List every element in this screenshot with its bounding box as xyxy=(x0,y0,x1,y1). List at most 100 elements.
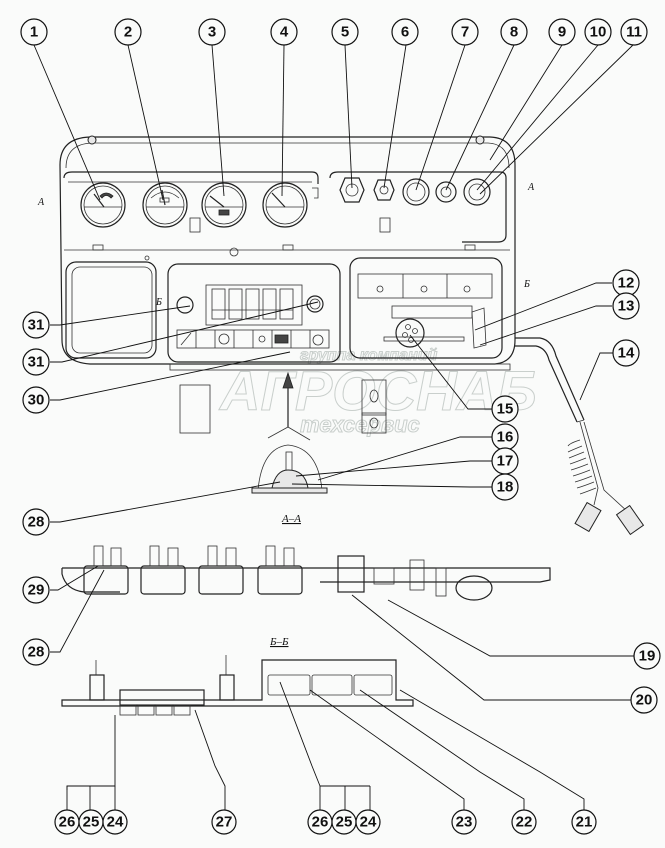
svg-text:19: 19 xyxy=(639,648,656,665)
svg-text:1: 1 xyxy=(30,24,38,41)
watermark-subtitle: техсервис xyxy=(300,412,420,437)
watermark-brand: АГРОСНАБ xyxy=(218,359,537,422)
callout-31-a: 31 xyxy=(22,311,50,339)
watermark-group: группа компаний xyxy=(300,347,438,364)
callout-15: 15 xyxy=(491,395,519,423)
callout-17: 17 xyxy=(491,447,519,475)
callout-20: 20 xyxy=(630,686,658,714)
callout-23: 23 xyxy=(451,809,477,835)
callout-6: 6 xyxy=(391,18,419,46)
callout-24-a: 24 xyxy=(102,809,128,835)
callout-3: 3 xyxy=(198,18,226,46)
callout-4: 4 xyxy=(270,18,298,46)
callout-26-b: 26 xyxy=(307,809,333,835)
callouts-left: 31 31 30 28 29 28 xyxy=(22,311,50,666)
svg-text:5: 5 xyxy=(341,24,349,41)
svg-text:31: 31 xyxy=(28,317,45,334)
callout-12: 12 xyxy=(612,269,640,297)
svg-text:8: 8 xyxy=(510,24,518,41)
callouts-right: 12 13 14 15 16 17 18 19 20 xyxy=(491,269,661,714)
callout-9: 9 xyxy=(548,18,576,46)
callout-25-a: 25 xyxy=(78,809,104,835)
wire-terminals xyxy=(567,439,597,495)
svg-text:27: 27 xyxy=(216,814,233,831)
callout-5: 5 xyxy=(331,18,359,46)
switch-block xyxy=(211,288,294,320)
connector-plug-right xyxy=(615,504,645,536)
callout-21: 21 xyxy=(571,809,597,835)
oil-pressure-gauge xyxy=(262,182,308,228)
callout-10: 10 xyxy=(584,18,612,46)
callout-24-b: 24 xyxy=(355,809,381,835)
svg-text:28: 28 xyxy=(28,514,45,531)
fuse-connector xyxy=(383,305,473,348)
callout-14: 14 xyxy=(612,339,640,367)
callout-29: 29 xyxy=(22,576,50,604)
wrench-icon xyxy=(180,332,192,346)
callout-28-b: 28 xyxy=(22,638,50,666)
callout-28-a: 28 xyxy=(22,508,50,536)
callout-26-a: 26 xyxy=(54,809,80,835)
indicator-strip xyxy=(176,329,330,349)
svg-text:25: 25 xyxy=(336,814,353,831)
callout-22: 22 xyxy=(511,809,537,835)
svg-text:30: 30 xyxy=(28,392,45,409)
callout-1: 1 xyxy=(20,18,48,46)
svg-text:17: 17 xyxy=(497,453,514,470)
connector-plug-left xyxy=(574,501,602,533)
svg-text:23: 23 xyxy=(456,814,473,831)
svg-text:13: 13 xyxy=(618,298,635,315)
svg-text:12: 12 xyxy=(618,275,635,292)
lower-panels xyxy=(65,255,503,363)
view-arrow-icon xyxy=(282,371,294,389)
control-knobs xyxy=(312,177,491,206)
svg-text:14: 14 xyxy=(618,345,635,362)
callout-16: 16 xyxy=(491,423,519,451)
section-label-aa: А–А xyxy=(281,513,301,525)
callout-31-b: 31 xyxy=(22,348,50,376)
section-mark-a-left: А xyxy=(37,197,45,208)
svg-text:4: 4 xyxy=(280,24,289,41)
section-mark-a-right: А xyxy=(527,182,535,193)
svg-text:11: 11 xyxy=(626,24,642,41)
gear-icon xyxy=(312,334,324,346)
svg-text:31: 31 xyxy=(28,354,45,371)
svg-text:21: 21 xyxy=(576,814,593,831)
section-mark-b-left: Б xyxy=(155,297,162,308)
callout-13: 13 xyxy=(612,292,640,320)
svg-text:24: 24 xyxy=(360,814,377,831)
svg-text:24: 24 xyxy=(107,814,124,831)
section-aa-view xyxy=(61,545,551,601)
detail-dome: А–А xyxy=(251,444,328,525)
svg-text:25: 25 xyxy=(83,814,100,831)
section-mark-b-right: Б xyxy=(523,279,530,290)
svg-text:16: 16 xyxy=(497,429,514,446)
svg-text:3: 3 xyxy=(208,24,216,41)
callout-18: 18 xyxy=(491,473,519,501)
callout-2: 2 xyxy=(114,18,142,46)
lamp-icon xyxy=(258,335,266,343)
temperature-gauge xyxy=(201,182,247,228)
svg-text:9: 9 xyxy=(558,24,566,41)
leader-lines xyxy=(33,44,634,812)
gauge-cluster xyxy=(80,182,391,233)
svg-text:6: 6 xyxy=(401,24,409,41)
ammeter-gauge xyxy=(80,182,126,228)
callout-25-b: 25 xyxy=(331,809,357,835)
callout-11: 11 xyxy=(620,18,648,46)
callout-19: 19 xyxy=(633,642,661,670)
svg-text:26: 26 xyxy=(59,814,76,831)
callout-30: 30 xyxy=(22,386,50,414)
callout-27: 27 xyxy=(211,809,237,835)
svg-text:22: 22 xyxy=(516,814,533,831)
svg-text:15: 15 xyxy=(497,401,514,418)
voltmeter-gauge xyxy=(142,182,188,228)
callout-7: 7 xyxy=(451,18,479,46)
wire-harness xyxy=(515,337,645,536)
panel-body xyxy=(59,135,516,371)
callout-8: 8 xyxy=(500,18,528,46)
vehicle-icon xyxy=(274,334,289,344)
watermark: АГРОСНАБ техсервис группа компаний xyxy=(218,347,538,438)
svg-text:7: 7 xyxy=(461,24,469,41)
